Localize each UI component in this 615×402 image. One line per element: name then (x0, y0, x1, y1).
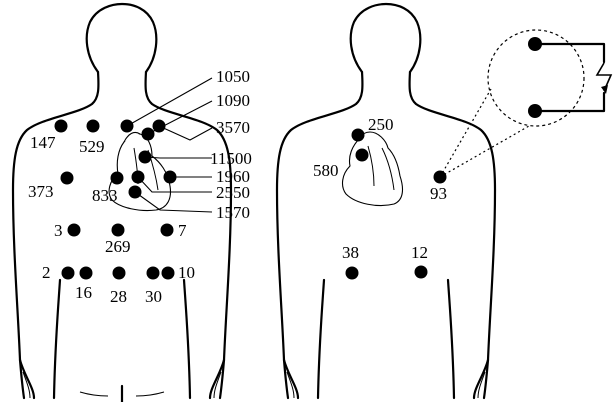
label-16: 16 (75, 283, 92, 302)
inset-wire-bottom (535, 93, 604, 111)
label-580: 580 (313, 161, 339, 180)
label-28: 28 (110, 287, 127, 306)
label-3570: 3570 (216, 118, 250, 137)
label-529: 529 (79, 137, 105, 156)
electrode-11500 (139, 151, 152, 164)
electrode-580 (356, 149, 369, 162)
electrode-30 (147, 267, 160, 280)
label-250: 250 (368, 115, 394, 134)
electrode-373 (61, 172, 74, 185)
label-833: 833 (92, 186, 118, 205)
inset-wire-top (535, 44, 604, 62)
electrode-833 (111, 172, 124, 185)
electrode-16 (80, 267, 93, 280)
label-38: 38 (342, 243, 359, 262)
electrode-28 (113, 267, 126, 280)
electrode-2 (62, 267, 75, 280)
label-269: 269 (105, 237, 131, 256)
electrode-1090 (142, 128, 155, 141)
electrode-zoom-inset (440, 30, 611, 177)
electrode-12 (415, 266, 428, 279)
electrode-3 (68, 224, 81, 237)
label-10: 10 (178, 263, 195, 282)
label-3: 3 (54, 221, 63, 240)
electrode-3570 (153, 120, 166, 133)
electrode-529 (87, 120, 100, 133)
label-11500: 11500 (210, 149, 252, 168)
label-1050: 1050 (216, 67, 250, 86)
electrode-1570 (129, 186, 142, 199)
back-heart-outline (343, 132, 403, 206)
electrode-38 (346, 267, 359, 280)
electrode-147 (55, 120, 68, 133)
electrode-269 (112, 224, 125, 237)
electrode-7 (161, 224, 174, 237)
electrode-10 (162, 267, 175, 280)
label-12: 12 (411, 243, 428, 262)
label-2: 2 (42, 263, 51, 282)
label-1570: 1570 (216, 203, 250, 222)
label-2550: 2550 (216, 183, 250, 202)
electrode-2550 (132, 171, 145, 184)
label-1090: 1090 (216, 91, 250, 110)
electrode-1960 (164, 171, 177, 184)
label-30: 30 (145, 287, 162, 306)
electrode-1050 (121, 120, 134, 133)
label-7: 7 (178, 221, 187, 240)
label-93: 93 (430, 184, 447, 203)
electrode-250 (352, 129, 365, 142)
label-147: 147 (30, 133, 56, 152)
back-electrodes (346, 129, 447, 280)
label-373: 373 (28, 182, 54, 201)
